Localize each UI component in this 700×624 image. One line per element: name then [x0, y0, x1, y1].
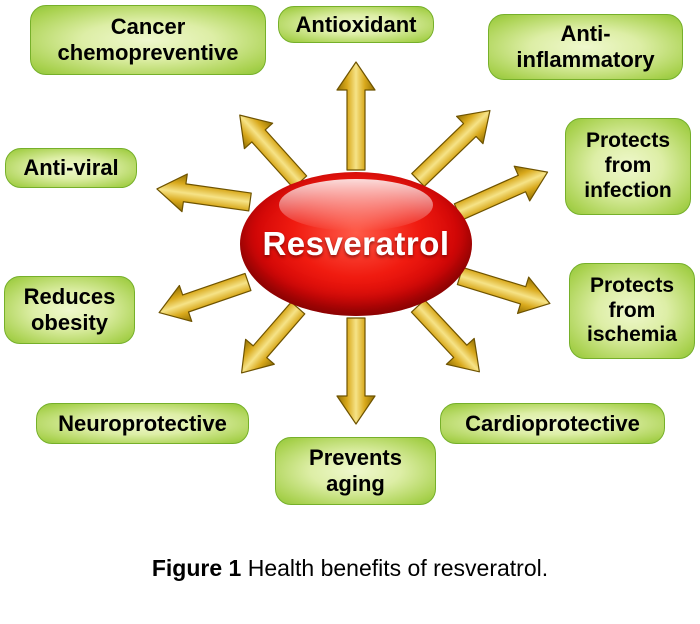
- center-node-resveratrol: Resveratrol: [240, 172, 472, 316]
- arrows-layer: [156, 61, 551, 425]
- benefit-box-neuroprotective: Neuroprotective: [36, 403, 249, 444]
- benefit-label: Anti-viral: [23, 155, 119, 181]
- benefit-label: Protects from infection: [584, 129, 672, 202]
- benefit-label: Anti- inflammatory: [516, 21, 655, 72]
- arrow-protects-from-ischemia-icon: [456, 266, 551, 315]
- benefit-label: Reduces obesity: [23, 284, 116, 335]
- benefit-box-reduces-obesity: Reduces obesity: [4, 276, 135, 344]
- benefit-box-cancer-chemopreventive: Cancer chemopreventive: [30, 5, 266, 75]
- benefit-box-antioxidant: Antioxidant: [278, 6, 434, 43]
- center-node-label: Resveratrol: [262, 225, 450, 262]
- benefit-box-prevents-aging: Prevents aging: [275, 437, 436, 505]
- arrow-reduces-obesity-icon: [158, 272, 252, 323]
- arrow-cancer-chemopreventive-icon: [239, 114, 308, 189]
- arrow-neuroprotective-icon: [240, 301, 306, 374]
- arrow-anti-inflammatory-icon: [411, 109, 491, 188]
- benefit-label: Prevents aging: [309, 445, 402, 496]
- figure-caption: Figure 1 Health benefits of resveratrol.: [0, 555, 700, 582]
- arrow-anti-viral-icon: [156, 173, 252, 213]
- figure-caption-text: Health benefits of resveratrol.: [241, 555, 549, 581]
- benefit-label: Protects from ischemia: [587, 273, 677, 347]
- benefit-box-anti-inflammatory: Anti- inflammatory: [488, 14, 683, 80]
- benefit-box-protects-from-ischemia: Protects from ischemia: [569, 263, 695, 359]
- benefit-box-anti-viral: Anti-viral: [5, 148, 137, 188]
- benefit-label: Cancer chemopreventive: [57, 14, 239, 65]
- arrow-cardioprotective-icon: [410, 299, 480, 373]
- benefit-box-cardioprotective: Cardioprotective: [440, 403, 665, 444]
- benefit-box-protects-from-infection: Protects from infection: [565, 118, 691, 215]
- figure-caption-number: Figure 1: [151, 555, 242, 581]
- benefit-label: Neuroprotective: [58, 410, 227, 436]
- benefit-label: Antioxidant: [295, 11, 417, 37]
- arrow-prevents-aging-icon: [336, 317, 376, 425]
- benefit-label: Cardioprotective: [465, 410, 640, 436]
- arrow-antioxidant-icon: [336, 61, 376, 171]
- arrow-protects-from-infection-icon: [453, 165, 549, 221]
